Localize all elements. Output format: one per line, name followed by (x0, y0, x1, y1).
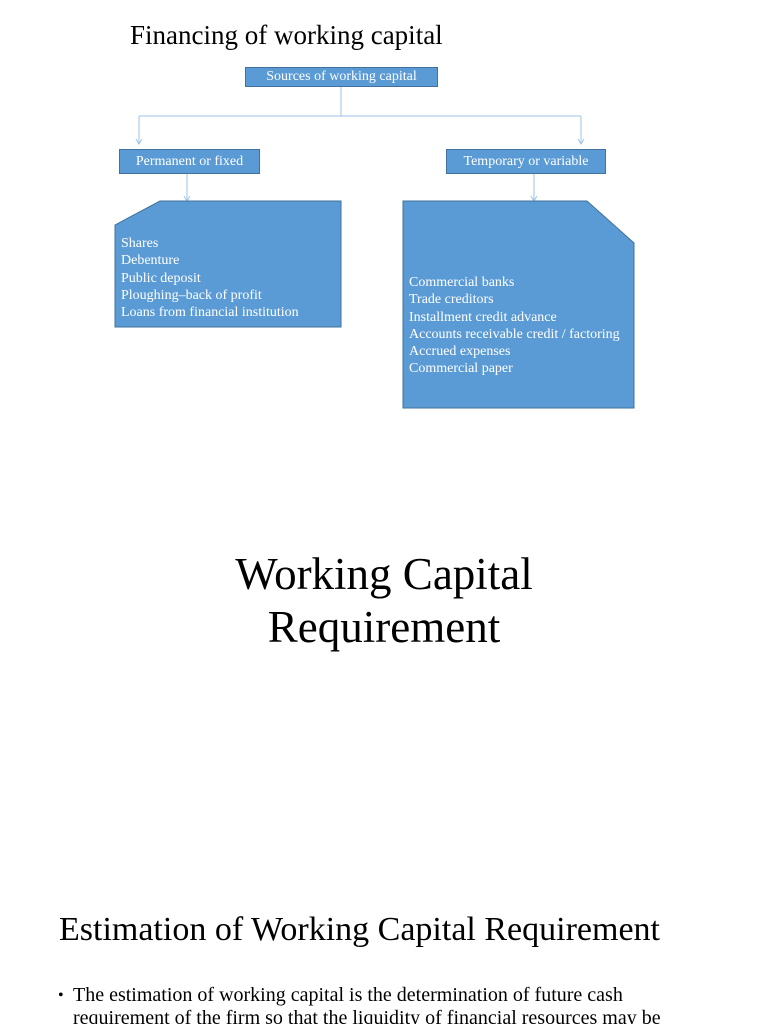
estimation-title: Estimation of Working Capital Requiremen… (59, 911, 660, 948)
temporary-sources-panel (402, 200, 635, 409)
arrow-right-head (577, 138, 585, 145)
node-temporary: Temporary or variable (446, 149, 606, 174)
list-item: Loans from financial institution (121, 305, 299, 321)
section-heading: Working Capital Requirement (0, 548, 768, 654)
node-temporary-label: Temporary or variable (463, 154, 589, 169)
list-item: Public deposit (121, 270, 201, 286)
section-heading-line-1: Working Capital (235, 549, 533, 599)
bullet-paragraph: • The estimation of working capital is t… (58, 984, 718, 1024)
list-item: Accounts receivable credit / factoring (409, 326, 620, 342)
list-item: Installment credit advance (409, 309, 557, 325)
list-item: Ploughing–back of profit (121, 287, 262, 303)
list-item: Commercial banks (409, 275, 515, 290)
list-item: Shares (121, 236, 159, 251)
bullet-marker: • (58, 987, 64, 1004)
bullet-text: The estimation of working capital is the… (73, 984, 661, 1024)
temporary-sources-list: Commercial banks Trade creditors Install… (409, 274, 620, 378)
diagram-connectors (114, 87, 635, 409)
section-heading-line-2: Requirement (267, 602, 501, 652)
slide-title: Financing of working capital (130, 20, 443, 50)
root-node-sources: Sources of working capital (245, 67, 438, 87)
list-item: Debenture (121, 253, 180, 269)
list-item: Commercial paper (409, 361, 513, 377)
permanent-sources-list: Shares Debenture Public deposit Ploughin… (121, 235, 299, 321)
list-item: Accrued expenses (409, 344, 511, 360)
node-permanent-label: Permanent or fixed (135, 154, 244, 169)
node-permanent: Permanent or fixed (119, 149, 260, 174)
permanent-sources-panel (114, 200, 342, 328)
list-item: Trade creditors (409, 292, 494, 308)
arrow-left-head (135, 138, 143, 145)
root-node-label: Sources of working capital (266, 69, 417, 84)
